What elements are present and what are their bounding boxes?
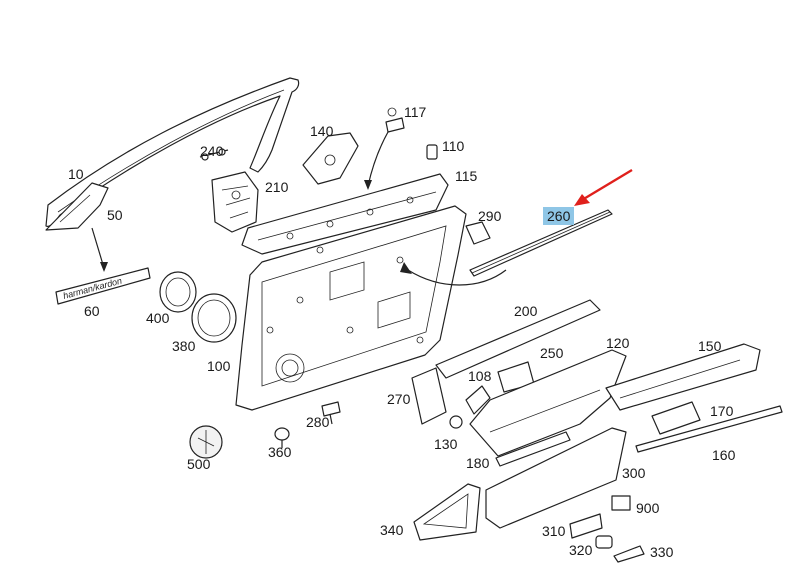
callout-115: 115	[455, 168, 478, 184]
callout-170: 170	[710, 403, 734, 419]
callout-380: 380	[172, 338, 196, 354]
callout-260-highlighted: 260	[543, 207, 575, 225]
red-pointer-arrow	[581, 168, 633, 202]
part-60-logo-badge: harman/kardon	[55, 267, 151, 305]
part-500-disc	[189, 425, 223, 459]
callout-100: 100	[207, 358, 231, 374]
callout-900: 900	[636, 500, 660, 516]
arrow-117-head	[364, 180, 372, 190]
callout-290: 290	[478, 208, 502, 224]
leader-50	[91, 227, 105, 269]
arrow-260-head	[400, 262, 412, 274]
part-330-light-strip	[613, 545, 645, 563]
part-170-switch-block	[651, 401, 701, 435]
callout-300: 300	[622, 465, 646, 481]
part-290-switch	[465, 221, 491, 245]
callout-340: 340	[380, 522, 404, 538]
callout-60: 60	[84, 303, 100, 319]
callout-110: 110	[442, 138, 465, 154]
callout-240: 240	[200, 143, 224, 159]
part-270-cover	[411, 367, 447, 425]
part-340-map-pocket	[413, 483, 481, 541]
part-380-speaker-gasket	[191, 293, 237, 343]
callout-200: 200	[514, 303, 538, 319]
part-200-upper-trim	[435, 299, 601, 379]
callout-180: 180	[466, 455, 490, 471]
arrow-260-to-panel	[407, 269, 507, 286]
callout-108: 108	[468, 368, 492, 384]
part-108-handle-bezel	[465, 385, 491, 415]
callout-140: 140	[310, 123, 334, 139]
callout-500: 500	[187, 456, 211, 472]
part-150-armrest	[605, 343, 761, 411]
callout-330: 330	[650, 544, 674, 560]
part-160-trim-strip	[635, 405, 783, 453]
part-100-door-inner-panel	[235, 205, 467, 411]
part-210-hinge-bracket	[211, 171, 259, 233]
callout-150: 150	[698, 338, 722, 354]
part-240-clip	[199, 148, 229, 161]
part-320-bulb	[595, 535, 613, 549]
callout-130: 130	[434, 436, 458, 452]
part-310-lamp	[569, 513, 603, 539]
callout-50: 50	[107, 207, 123, 223]
red-pointer-arrowhead	[574, 194, 590, 206]
callout-120: 120	[606, 335, 630, 351]
part-130-grommet	[449, 415, 463, 429]
part-120-door-trim-panel	[469, 349, 627, 457]
part-180-strip	[495, 431, 571, 467]
part-300-lower-panel	[485, 427, 627, 529]
callout-160: 160	[712, 447, 736, 463]
part-900-module	[611, 495, 631, 511]
callout-320: 320	[569, 542, 593, 558]
callout-210: 210	[265, 179, 289, 195]
callout-10: 10	[68, 166, 84, 182]
part-260-seal-strip	[469, 209, 613, 277]
callout-117: 117	[404, 104, 427, 120]
leader-50-arrowhead	[100, 262, 108, 272]
arrow-117	[367, 131, 389, 187]
callout-280: 280	[306, 414, 330, 430]
callout-270: 270	[387, 391, 411, 407]
part-280-screw	[321, 401, 341, 425]
part-360-clip	[274, 427, 290, 448]
part-400-speaker-ring	[159, 271, 197, 313]
part-115-upper-rail	[241, 173, 449, 255]
callout-400: 400	[146, 310, 170, 326]
part-50-mirror-triangle	[45, 182, 109, 231]
part-110-clip	[426, 144, 438, 160]
callout-360: 360	[268, 444, 292, 460]
part-117-fastener	[385, 107, 405, 133]
callout-250: 250	[540, 345, 564, 361]
part-140-bracket	[302, 132, 359, 185]
callout-310: 310	[542, 523, 566, 539]
